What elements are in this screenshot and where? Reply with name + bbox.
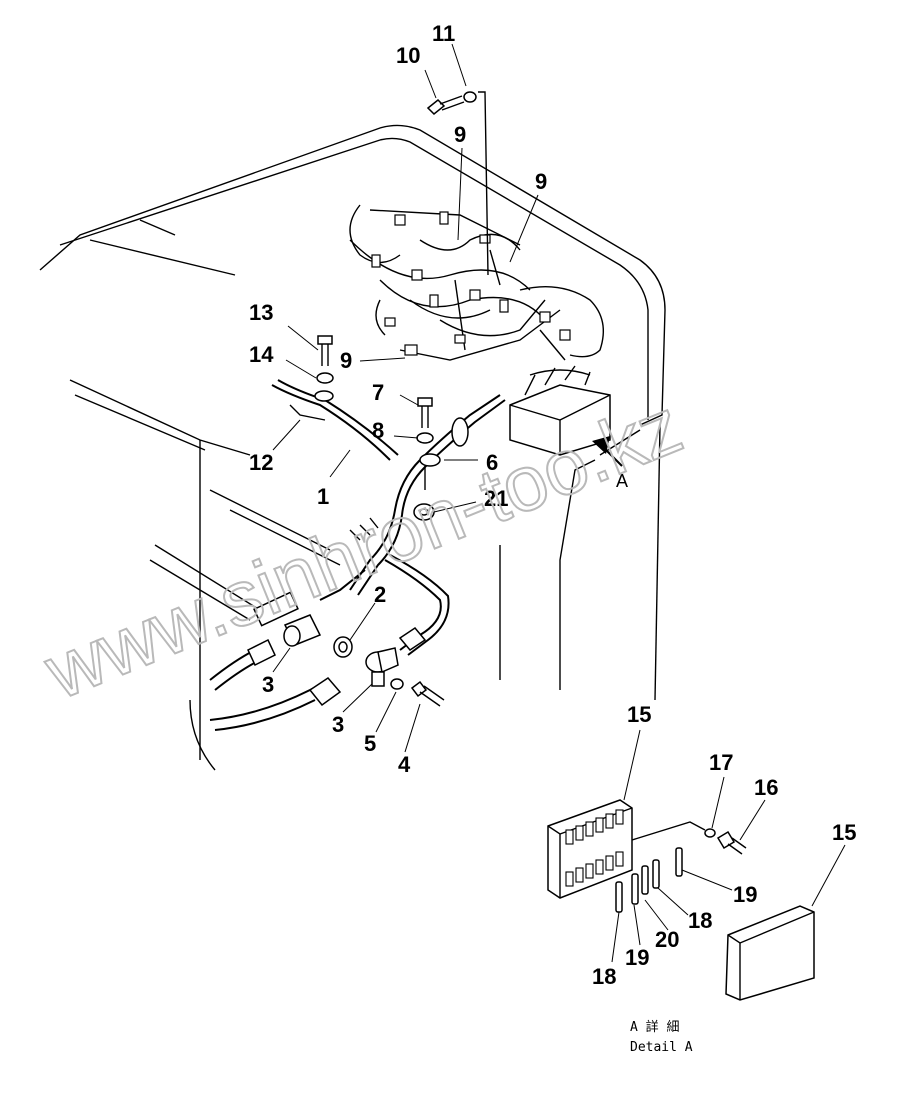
callout-18-right: 18 [688,908,712,933]
callout-9-mid: 9 [340,348,352,373]
callout-21: 21 [484,486,508,511]
watermark: www.sinhron-too.kz [32,381,693,716]
view-arrow-a: A [592,436,628,491]
callout-4: 4 [398,752,411,777]
fasteners [247,91,489,707]
callout-18-left: 18 [592,964,616,989]
callout-12: 12 [249,450,273,475]
callout-1: 1 [317,484,329,509]
detail-a-drawing [547,799,815,1001]
callout-16: 16 [754,775,778,800]
detail-caption-jp: A 詳 細 [630,1019,679,1035]
callout-9-top: 9 [454,122,466,147]
callout-13: 13 [249,300,273,325]
callout-3-right: 3 [332,712,344,737]
callout-3-left: 3 [262,672,274,697]
callout-19-left: 19 [625,945,649,970]
wiring-harness-cluster [349,204,611,456]
callout-20: 20 [655,927,679,952]
callout-19-right: 19 [733,882,757,907]
callout-10: 10 [396,43,420,68]
callout-2: 2 [374,582,386,607]
callout-8: 8 [372,418,384,443]
callout-7: 7 [372,380,384,405]
detail-caption: A 詳 細 Detail A [630,1019,693,1055]
detail-caption-en: Detail A [630,1040,693,1055]
callout-labels: 10 11 9 9 9 13 14 7 8 6 12 1 21 2 3 3 5 … [249,21,856,989]
callout-5: 5 [364,731,376,756]
view-marker-label: A [616,471,628,491]
callout-17: 17 [709,750,733,775]
callout-15-cover: 15 [832,820,856,845]
callout-6: 6 [486,450,498,475]
callout-15-box: 15 [627,702,651,727]
leader-lines [272,43,846,963]
callout-11: 11 [432,21,455,46]
callout-9-right: 9 [535,169,547,194]
callout-14: 14 [249,342,274,367]
